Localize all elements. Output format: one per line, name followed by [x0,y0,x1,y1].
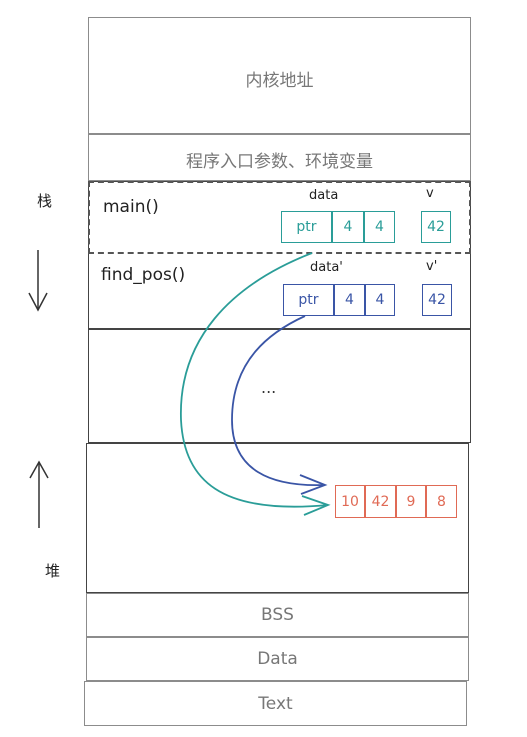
text-region: Text [84,681,467,726]
main-data-cap-cell: 4 [364,211,395,243]
heap-region [86,443,469,593]
find-pos-v-label: v' [426,259,438,274]
heap-array-cell: 8 [426,485,457,518]
main-data-label: data [309,188,339,203]
find-pos-v-cell: 42 [422,284,452,316]
text-region-label: Text [258,694,293,714]
data-region: Data [86,637,469,681]
kernel-region: 内核地址 [88,17,471,134]
find-pos-data-label: data' [310,260,343,275]
args-env-region-label: 程序入口参数、环境变量 [186,152,373,172]
heap-label: 堆 [45,562,61,580]
find-pos-data-len-cell: 4 [334,284,365,316]
stack-label: 栈 [37,192,53,210]
main-v-label: v [426,186,434,201]
find-pos-data-cap-cell: 4 [365,284,395,316]
main-frame-name: main() [103,197,159,217]
data-region-label: Data [257,649,298,669]
heap-array-cell: 10 [335,485,365,518]
main-v-cell: 42 [421,211,451,243]
find-pos-frame-name: find_pos() [101,265,186,285]
stack-grows-down-arrow [28,250,48,312]
main-frame-dashed-border [88,181,471,254]
args-env-region: 程序入口参数、环境变量 [88,134,471,181]
find-pos-data-ptr-cell: ptr [283,284,334,316]
ellipsis-region: ... [88,329,471,443]
heap-grows-up-arrow [29,460,49,528]
bss-region: BSS [86,593,469,637]
bss-region-label: BSS [261,605,294,625]
heap-array-cell: 42 [365,485,396,518]
heap-array-cell: 9 [396,485,426,518]
main-data-ptr-cell: ptr [281,211,332,243]
kernel-region-label: 内核地址 [245,71,314,91]
ellipsis-label: ... [261,378,277,397]
main-data-len-cell: 4 [332,211,364,243]
